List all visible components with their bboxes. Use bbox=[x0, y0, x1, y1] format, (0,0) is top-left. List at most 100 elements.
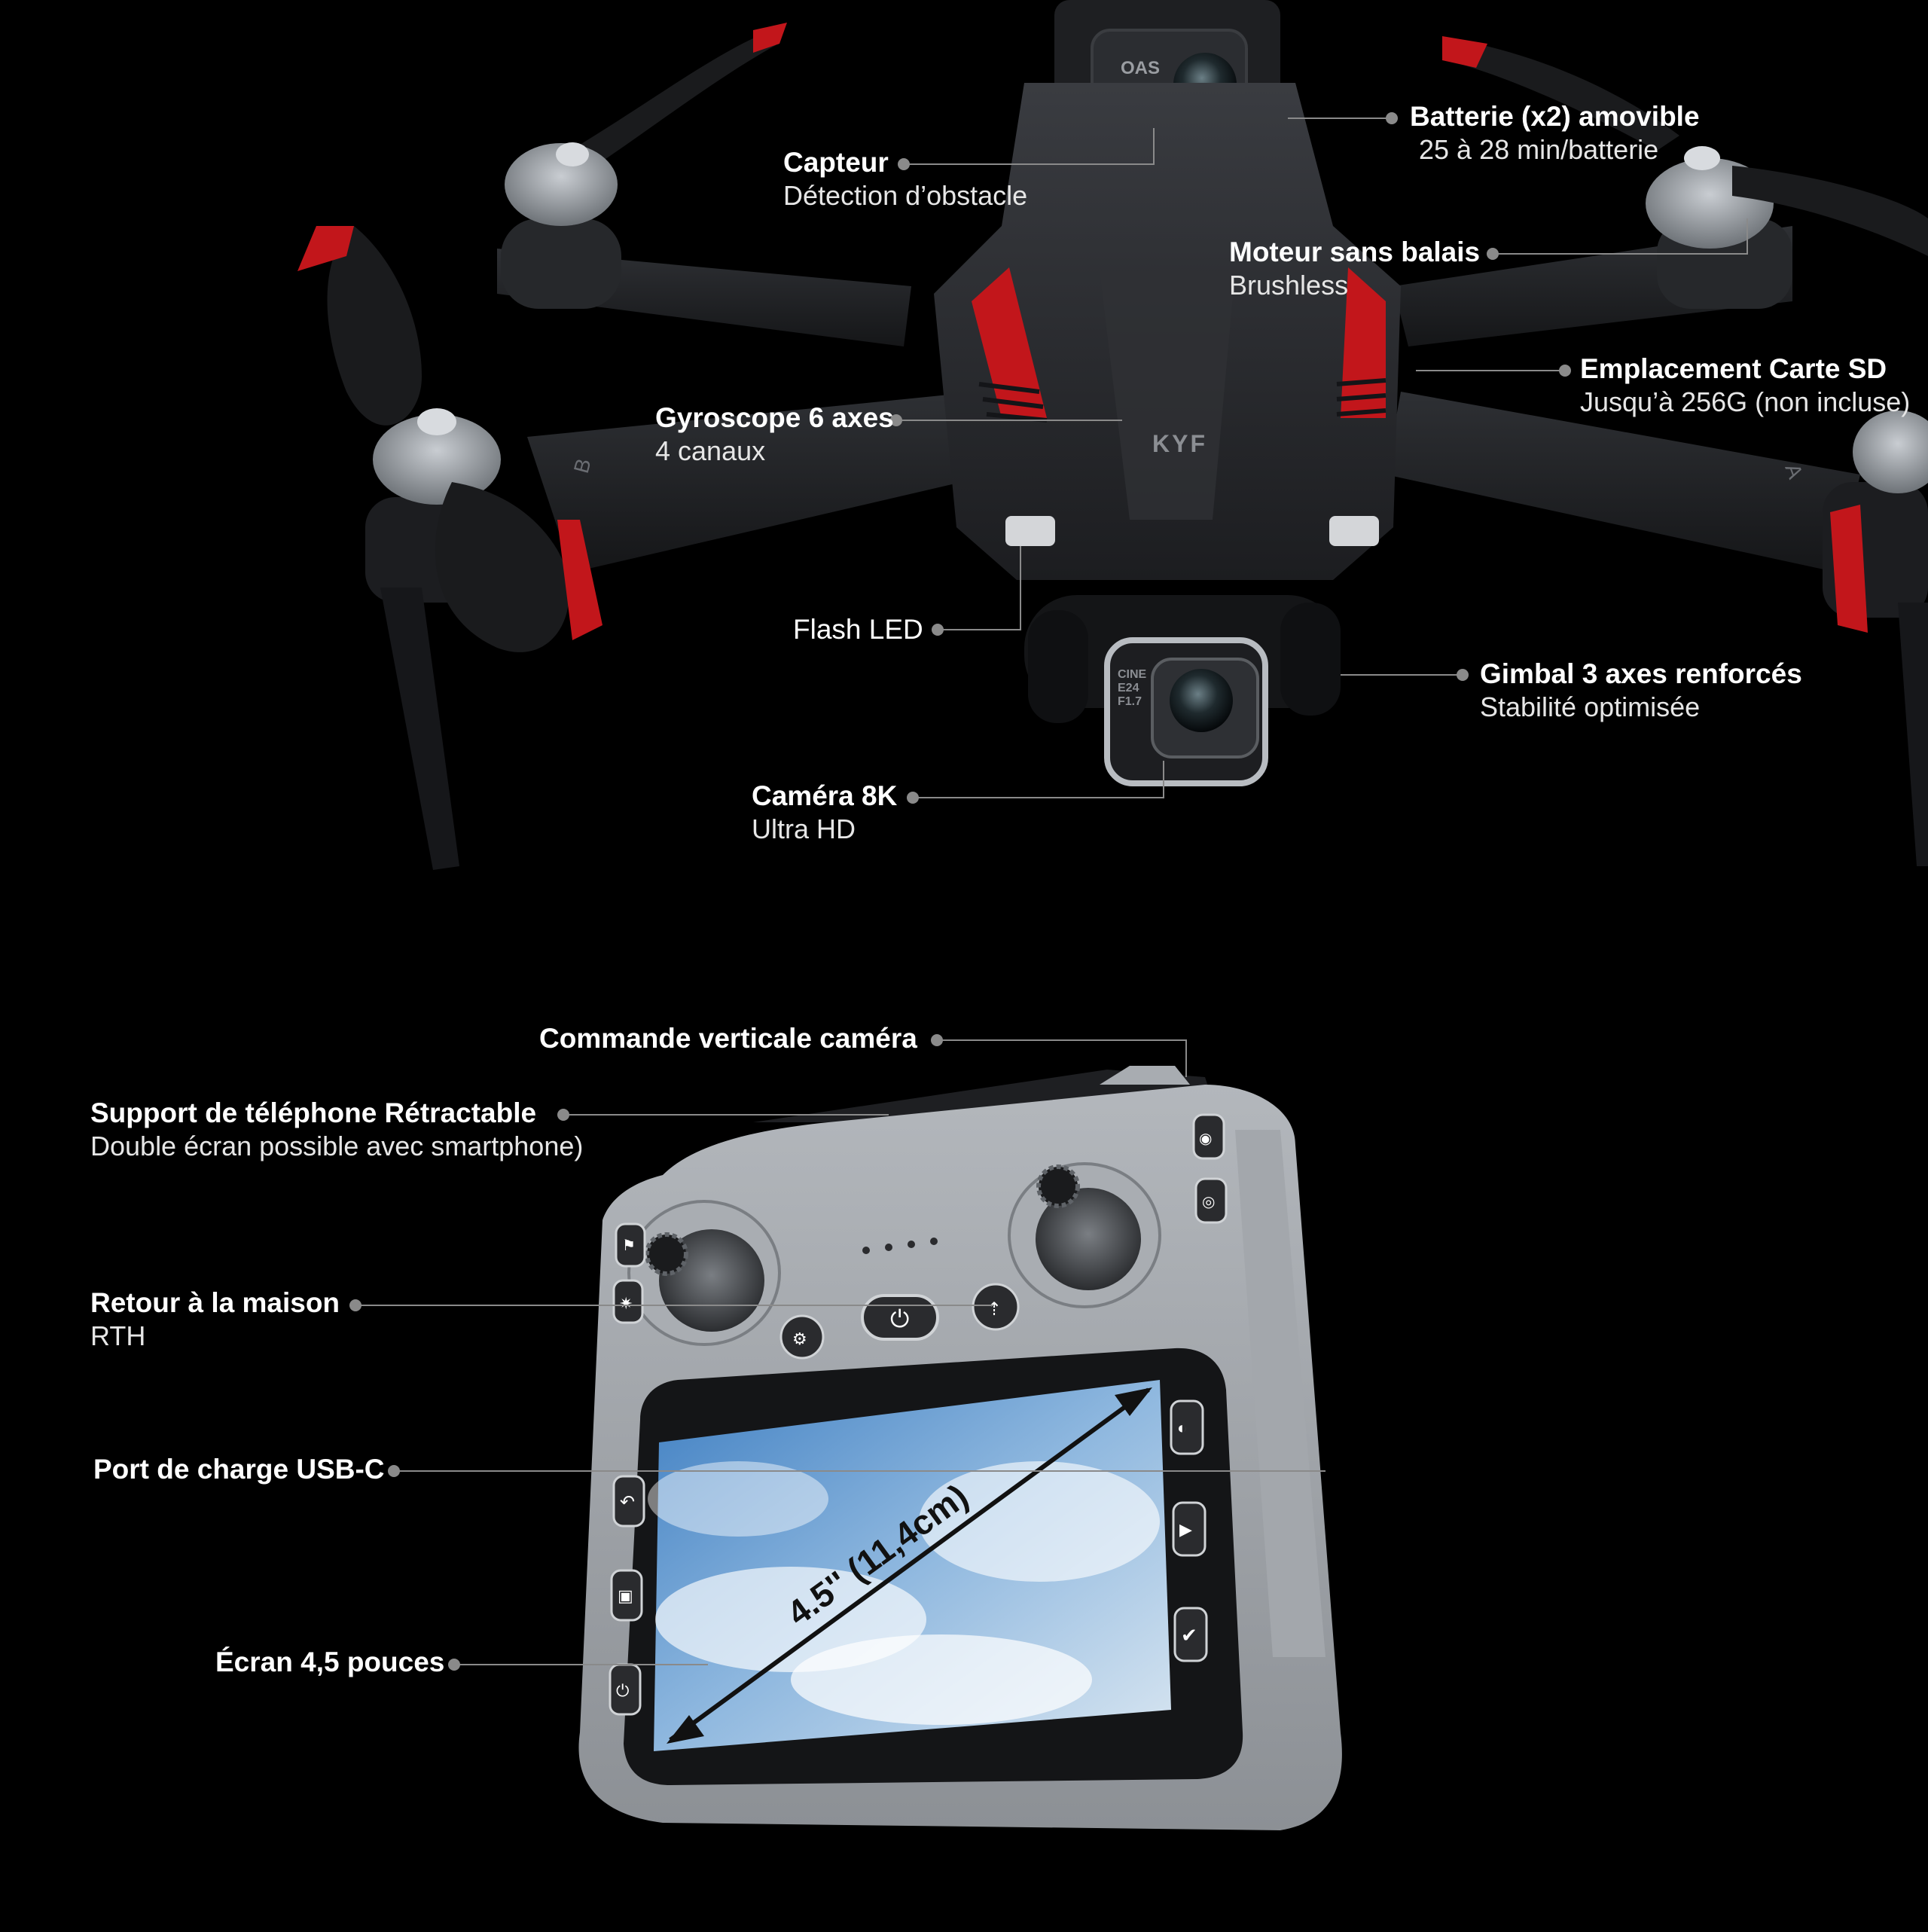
motor-cap bbox=[556, 142, 589, 166]
leader-moteur bbox=[1493, 218, 1748, 255]
callout-gimbal: Gimbal 3 axes renforcés Stabilité optimi… bbox=[1480, 657, 1802, 724]
callout-subtitle: Stabilité optimisée bbox=[1480, 691, 1701, 723]
lens-marking: E24 bbox=[1118, 682, 1139, 694]
motor-cap bbox=[1684, 146, 1720, 170]
propeller-tip-red bbox=[1830, 505, 1868, 633]
leader-dot bbox=[1487, 248, 1499, 260]
takeoff-button[interactable] bbox=[972, 1283, 1020, 1331]
photo-switch-button[interactable] bbox=[1170, 1399, 1204, 1455]
body-vent-left-red bbox=[972, 267, 1047, 418]
video-switch-icon: ▶ bbox=[1179, 1520, 1192, 1539]
signal-icon: ◎ bbox=[1202, 1194, 1215, 1210]
arrowhead-top bbox=[1115, 1387, 1152, 1416]
lens-marking: CINE bbox=[1118, 668, 1147, 681]
cloud bbox=[648, 1461, 828, 1537]
leader-dot bbox=[388, 1465, 400, 1477]
callout-subtitle: Détection d’obstacle bbox=[783, 180, 1028, 212]
remote-controller: ⏻ ⚙ ⇡ ✷ ⚑ ◉ ◎ 4.5'' (11,4cm) ↶ ▣ ⏻ ◐ bbox=[578, 1066, 1342, 1830]
leader-dot bbox=[907, 792, 919, 804]
leader-dot bbox=[931, 1034, 943, 1046]
rth-button[interactable] bbox=[612, 1279, 644, 1324]
propeller-tip-red bbox=[297, 226, 354, 271]
joystick-right-knob bbox=[1036, 1164, 1080, 1208]
body-ridge bbox=[1100, 271, 1235, 520]
controller-side-panel bbox=[1235, 1130, 1326, 1657]
callout-moteur: Moteur sans balais Brushless bbox=[1229, 235, 1480, 302]
callout-carte-sd: Emplacement Carte SD Jusqu’à 256G (non i… bbox=[1580, 352, 1910, 419]
gimbal-mode-button[interactable] bbox=[1194, 1177, 1228, 1224]
propeller-right-top bbox=[1446, 38, 1679, 151]
callout-title: Moteur sans balais bbox=[1229, 237, 1481, 267]
callout-title: Retour à la maison bbox=[90, 1287, 340, 1318]
leader-dot bbox=[932, 624, 944, 636]
photo-video-button[interactable] bbox=[1192, 1113, 1225, 1160]
led-flash-right bbox=[1329, 516, 1379, 546]
leader-dot bbox=[1559, 365, 1571, 377]
gimbal-motor-right bbox=[1280, 603, 1341, 716]
arrowhead-bottom bbox=[667, 1715, 704, 1744]
callout-port-usb: Port de charge USB-C bbox=[93, 1452, 385, 1486]
back-button[interactable] bbox=[612, 1475, 645, 1528]
motor-left-front bbox=[373, 414, 501, 505]
leader-dot bbox=[448, 1659, 460, 1671]
propeller-left-top bbox=[557, 26, 783, 181]
callout-retour-maison: Retour à la maison RTH bbox=[90, 1286, 340, 1353]
status-led bbox=[885, 1244, 892, 1251]
mode-button[interactable] bbox=[779, 1314, 825, 1360]
propeller-tip-red bbox=[557, 520, 602, 640]
speed-button[interactable] bbox=[615, 1222, 646, 1268]
callout-batterie: Batterie (x2) amovible 25 à 28 min/batte… bbox=[1410, 99, 1700, 166]
brand-logo: KYF bbox=[1152, 430, 1207, 457]
power-button[interactable] bbox=[861, 1294, 939, 1341]
callout-subtitle: Jusqu’à 256G (non incluse) bbox=[1580, 386, 1911, 418]
leader-dot bbox=[890, 414, 902, 426]
led-flash-left bbox=[1005, 516, 1055, 546]
callout-title: Port de charge USB-C bbox=[93, 1454, 385, 1485]
callout-commande-camera: Commande verticale caméra bbox=[539, 1021, 917, 1055]
callout-subtitle: Brushless bbox=[1229, 270, 1349, 301]
leader-dot bbox=[898, 158, 910, 170]
callout-title: Caméra 8K bbox=[752, 780, 898, 811]
callout-support-telephone: Support de téléphone Rétractable Double … bbox=[90, 1096, 583, 1163]
rth-icon: ✷ bbox=[619, 1294, 633, 1313]
callout-subtitle: Double écran possible avec smartphone) bbox=[90, 1131, 584, 1162]
landing-leg-left bbox=[380, 588, 459, 870]
propeller-tip-red bbox=[1442, 36, 1487, 68]
cloud bbox=[919, 1461, 1160, 1582]
callout-title: Gimbal 3 axes renforcés bbox=[1480, 658, 1802, 689]
callout-title: Support de téléphone Rétractable bbox=[90, 1097, 537, 1128]
confirm-button[interactable] bbox=[1173, 1607, 1208, 1662]
screen-power-icon: ⏻ bbox=[616, 1681, 629, 1700]
video-switch-button[interactable] bbox=[1172, 1501, 1207, 1557]
callout-title: Écran 4,5 pouces bbox=[215, 1647, 445, 1677]
propeller-left-blade bbox=[327, 226, 422, 426]
callout-capteur: Capteur Détection d’obstacle bbox=[783, 145, 1027, 212]
propeller-tip-red bbox=[753, 23, 787, 53]
callout-subtitle: 25 à 28 min/batterie bbox=[1419, 134, 1659, 166]
callout-title: Batterie (x2) amovible bbox=[1410, 101, 1700, 132]
drone-arm-left-front bbox=[527, 392, 994, 572]
body-vent-left-stripes bbox=[978, 382, 1048, 423]
top-shoulder bbox=[1100, 1066, 1190, 1085]
speed-icon: ⚑ bbox=[622, 1238, 636, 1254]
callout-gyroscope: Gyroscope 6 axes 4 canaux bbox=[655, 401, 894, 468]
status-led bbox=[908, 1241, 915, 1248]
camera-lens bbox=[1170, 669, 1233, 732]
leader-commande bbox=[937, 1039, 1187, 1077]
lens-marking: F1.7 bbox=[1118, 695, 1142, 708]
drone-arm-right-front bbox=[1386, 392, 1860, 572]
callout-title: Emplacement Carte SD bbox=[1580, 353, 1887, 384]
leader-flash bbox=[938, 546, 1021, 630]
sensor-marking: OAS bbox=[1121, 58, 1160, 78]
record-button[interactable] bbox=[610, 1569, 643, 1622]
leader-dots bbox=[349, 112, 1571, 1671]
callout-title: Capteur bbox=[783, 147, 889, 178]
motor-left-rear-housing bbox=[501, 218, 621, 309]
takeoff-icon: ⇡ bbox=[987, 1299, 1002, 1320]
callout-subtitle: RTH bbox=[90, 1320, 146, 1352]
checkmark-icon: ✔ bbox=[1181, 1624, 1197, 1647]
propeller-right-blade bbox=[1732, 166, 1928, 256]
leader-dot bbox=[1457, 669, 1469, 681]
screen-diagonal-arrow bbox=[669, 1387, 1150, 1742]
joystick-right bbox=[1036, 1188, 1141, 1290]
